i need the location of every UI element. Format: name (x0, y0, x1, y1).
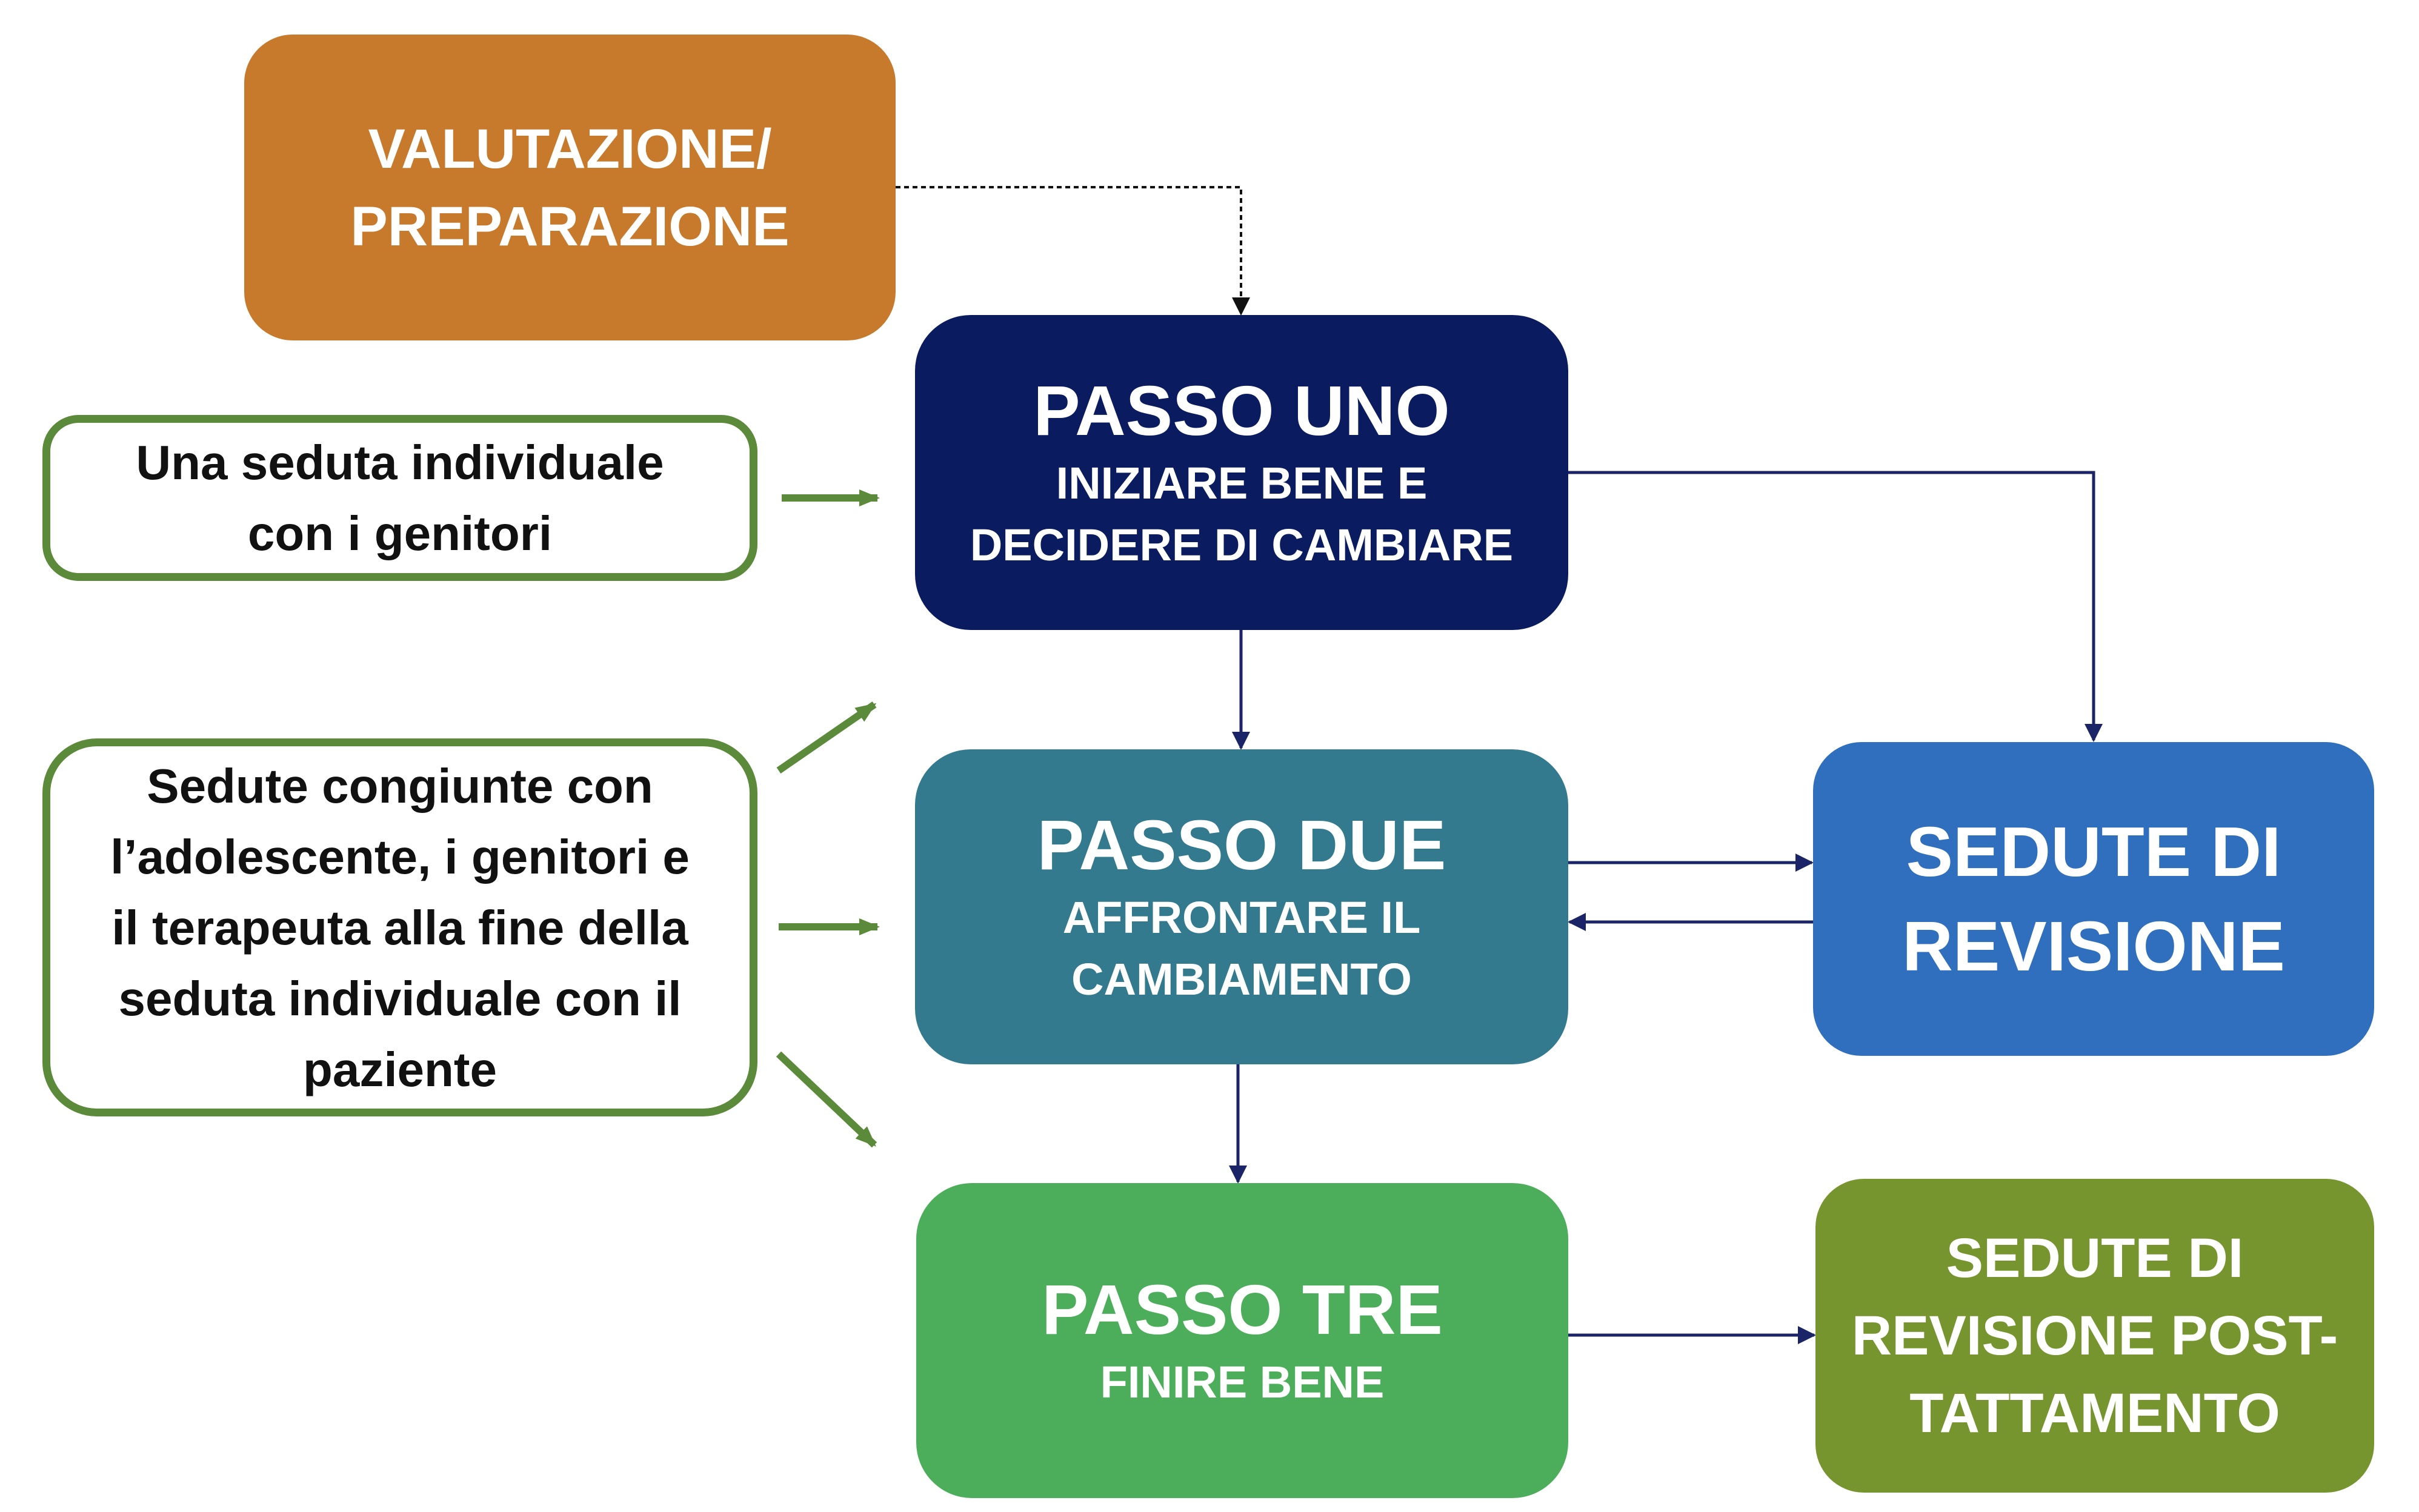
note-individual-line-2: con i genitori (247, 506, 553, 560)
prep-line-1: VALUTAZIONE/ (368, 118, 772, 180)
step-one-subtitle-line-1: INIZIARE BENE E (1056, 458, 1428, 508)
box-passo-due: PASSO DUE AFFRONTARE IL CAMBIAMENTO (915, 749, 1568, 1064)
prep-line-2: PREPARAZIONE (350, 195, 790, 257)
step-three-title: PASSO TRE (1042, 1270, 1443, 1349)
note-joint-line-1: Sedute congiunte con (147, 758, 653, 813)
connector-step-one-to-review (1568, 471, 2103, 742)
post-review-line-3: TATTAMENTO (1909, 1382, 2280, 1444)
note-joint-line-5: paziente (302, 1042, 497, 1096)
note-joint-line-3: il terapeuta alla fine della (111, 900, 688, 955)
note-sedute-congiunte: Sedute congiunte con l’adolescente, i ge… (42, 738, 757, 1116)
step-two-title: PASSO DUE (1037, 806, 1446, 884)
step-three-subtitle-line-1: FINIRE BENE (1100, 1357, 1385, 1407)
note-individual-line-1: Una seduta individuale (136, 436, 664, 489)
review-line-1: SEDUTE DI (1906, 812, 2281, 891)
step-one-title: PASSO UNO (1033, 371, 1450, 450)
review-line-2: REVISIONE (1902, 907, 2285, 986)
box-sedute-di-revisione: SEDUTE DI REVISIONE (1813, 742, 2374, 1056)
box-sedute-revisione-post-trattamento: SEDUTE DI REVISIONE POST- TATTAMENTO (1815, 1179, 2374, 1493)
step-two-subtitle-line-2: CAMBIAMENTO (1071, 954, 1412, 1004)
step-one-subtitle-line-2: DECIDERE DI CAMBIARE (970, 520, 1514, 570)
step-two-subtitle-line-1: AFFRONTARE IL (1062, 892, 1421, 943)
box-passo-uno: PASSO UNO INIZIARE BENE E DECIDERE DI CA… (915, 315, 1568, 630)
connector-prep-to-step-one (896, 186, 1250, 316)
box-valutazione-preparazione: VALUTAZIONE/ PREPARAZIONE (244, 35, 896, 340)
note-joint-arrow-down (776, 1051, 877, 1148)
note-joint-line-2: l’adolescente, i genitori e (110, 829, 690, 884)
box-passo-tre: PASSO TRE FINIRE BENE (916, 1183, 1568, 1498)
note-joint-line-4: seduta individuale con il (118, 971, 682, 1026)
post-review-line-2: REVISIONE POST- (1851, 1305, 2338, 1367)
note-seduta-individuale: Una seduta individuale con i genitori (42, 415, 757, 581)
post-review-line-1: SEDUTE DI (1946, 1227, 2244, 1289)
note-joint-arrow-up (776, 701, 877, 774)
